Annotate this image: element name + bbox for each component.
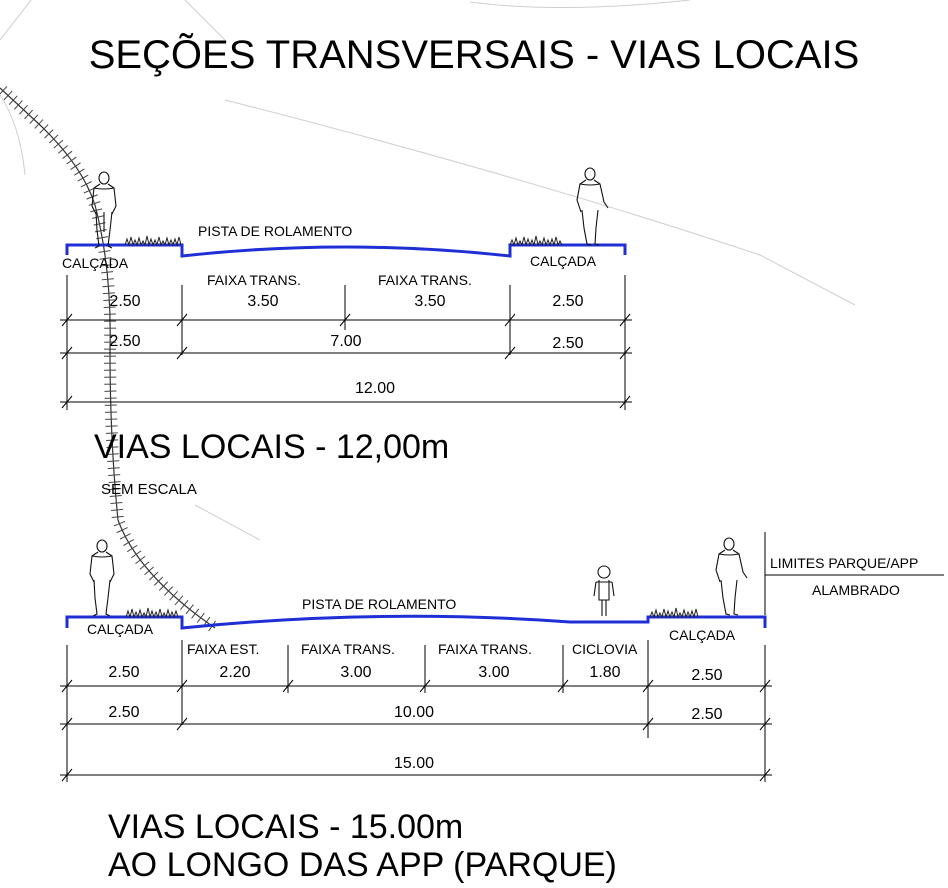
page-title: SEÇÕES TRANSVERSAIS - VIAS LOCAIS [89,32,860,77]
dimension-label: 3.50 [414,293,445,310]
dimension-lines [60,640,772,782]
road-profile [65,614,767,630]
lane-label: FAIXA TRANS. [301,641,395,657]
dimension-label: 2.50 [552,293,583,310]
park-limit-marker [764,532,944,615]
pista-label: PISTA DE ROLAMENTO [198,223,352,239]
alambrado-label: ALAMBRADO [812,582,900,598]
pedestrian-icon [89,539,115,617]
dimension-label: 10.00 [394,704,434,721]
limites-label: LIMITES PARQUE/APP [770,555,918,571]
section-title: VIAS LOCAIS - 12,00m [94,428,449,466]
dimension-label: 2.50 [109,333,140,350]
railway-line [0,85,216,632]
dimension-label: 3.50 [247,293,278,310]
dimension-label: 2.50 [108,664,139,681]
section-title: AO LONGO DAS APP (PARQUE) [108,846,617,884]
dimension-label: 7.00 [330,333,361,350]
grass-right [649,607,699,619]
dimension-label: 2.50 [691,667,722,684]
calcada-right-label: CALÇADA [530,253,597,269]
lane-label: FAIXA TRANS. [378,272,472,288]
dimension-label: 3.00 [340,664,371,681]
dimension-label: 2.50 [109,293,140,310]
cyclist-icon [593,565,615,616]
dimension-label: 2.20 [219,664,250,681]
lane-label: CICLOVIA [572,641,638,657]
dimension-label: 15.00 [394,755,434,772]
pedestrian-icon [576,167,609,246]
grass-right [509,235,563,247]
dimension-label: 12.00 [355,380,395,397]
dimension-label: 1.80 [589,664,620,681]
lane-label: FAIXA TRANS. [207,272,301,288]
dimension-label: 2.50 [691,706,722,723]
section-subtitle: SEM ESCALA [101,481,197,498]
grass-left [124,235,182,247]
calcada-left-label: CALÇADA [62,255,129,271]
lane-label: FAIXA EST. [187,641,259,657]
grass-left [125,607,179,619]
background-lines [0,0,856,541]
pedestrian-icon [715,537,748,616]
section-15m: LIMITES PARQUE/APP ALAMBRADO PISTA DE RO… [60,532,944,884]
calcada-right-label: CALÇADA [669,627,736,643]
section-12m: PISTA DE ROLAMENTO CALÇADA CALÇADA FAIXA… [60,167,632,498]
dimension-label: 2.50 [108,704,139,721]
dimension-label: 2.50 [552,335,583,352]
dimension-label: 3.00 [478,664,509,681]
calcada-left-label: CALÇADA [87,621,154,637]
dimension-lines [60,275,632,410]
lane-label: FAIXA TRANS. [438,641,532,657]
section-title: VIAS LOCAIS - 15.00m [108,808,463,846]
pedestrian-icon [91,171,117,249]
road-profile [65,243,627,258]
pista-label: PISTA DE ROLAMENTO [302,596,456,612]
